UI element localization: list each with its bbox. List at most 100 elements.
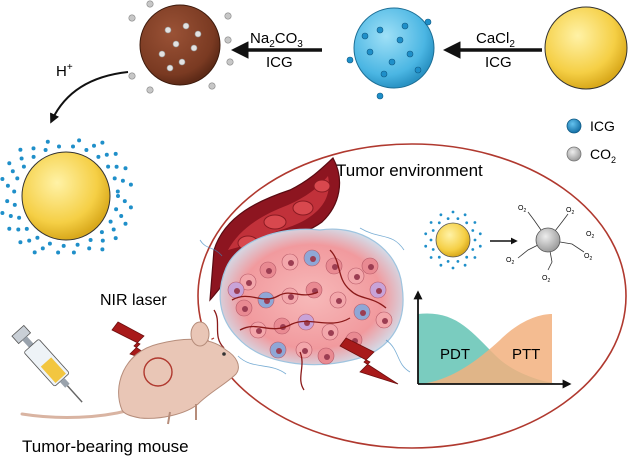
icg-dot — [120, 178, 125, 183]
cell-nucleus — [256, 328, 262, 334]
step1-icg: ICG — [485, 54, 512, 71]
legend-co2: CO2 — [590, 146, 616, 165]
icg-dot — [104, 152, 109, 157]
ptt-area — [418, 314, 552, 384]
step2-icg: ICG — [266, 54, 293, 71]
co2-dot — [166, 64, 174, 72]
co2-dot — [128, 14, 136, 22]
icg-dot — [45, 139, 50, 144]
icg-dot — [18, 240, 23, 245]
icg-dot — [376, 92, 384, 100]
co2-dot — [128, 72, 136, 80]
syringe — [11, 324, 83, 403]
acid-arrow — [50, 71, 129, 124]
icg-dot — [15, 176, 20, 181]
o2-label: O2 — [506, 257, 514, 266]
cell-nucleus — [242, 306, 248, 312]
small-yellow-particle — [435, 222, 471, 258]
icg-dot — [478, 244, 482, 248]
released-icg-dots — [0, 138, 133, 255]
pdt-area — [418, 313, 560, 384]
icg-dot — [473, 221, 477, 224]
icg-dot — [361, 32, 369, 40]
icg-dot — [27, 238, 32, 243]
co2-dot — [224, 12, 232, 20]
legend-icg: ICG — [590, 118, 615, 134]
icg-dot — [429, 221, 433, 224]
icg-dot — [18, 147, 23, 152]
icg-dot — [437, 255, 441, 259]
icg-dot — [456, 217, 460, 221]
cell-nucleus — [276, 348, 282, 354]
icg-dot — [439, 213, 443, 217]
icg-dot — [96, 154, 101, 159]
icg-dot — [8, 214, 13, 218]
co2-dot — [190, 44, 198, 52]
icg-dot — [88, 238, 93, 242]
co2-icg-dots — [128, 0, 234, 94]
icg-dot — [57, 144, 61, 149]
o2-label: O2 — [542, 275, 550, 284]
icg-dot — [0, 177, 5, 181]
icg-dot — [451, 266, 455, 270]
icg-dot — [119, 214, 124, 218]
icg-dot — [114, 207, 119, 212]
co2-dot — [146, 0, 154, 8]
tumor-environment-label: Tumor environment — [336, 161, 483, 180]
icg-dot — [61, 243, 66, 248]
icg-dot — [71, 144, 75, 149]
icg-dot — [439, 263, 443, 267]
co2-dot — [208, 82, 216, 90]
cell-nucleus — [302, 348, 308, 354]
blood-vessel — [209, 157, 341, 302]
icg-dot — [17, 215, 22, 220]
mouse-body — [118, 338, 239, 419]
tumor-cells — [227, 249, 393, 365]
icg-dot — [431, 229, 435, 232]
fibrous-network — [199, 227, 411, 375]
cell-nucleus — [368, 264, 374, 270]
icg-dot — [100, 140, 105, 145]
yellow-nanoparticle-start — [544, 6, 628, 90]
pdt-ptt-chart: PDT PTT — [413, 290, 572, 389]
grey-dot-icon — [566, 146, 582, 162]
cell-nucleus — [328, 330, 334, 336]
icg-dot — [99, 230, 104, 235]
icg-dot — [465, 221, 469, 225]
co2-dot — [182, 22, 190, 30]
icg-dot — [92, 143, 96, 148]
icg-dot — [5, 199, 10, 204]
icg-dot — [111, 227, 116, 232]
laser-bolt-tumor-icon — [339, 337, 399, 385]
co2-dot — [224, 36, 232, 44]
o2-label: O2 — [586, 231, 594, 240]
icg-dot — [7, 226, 12, 231]
cell-nucleus — [332, 264, 338, 270]
icg-dot — [75, 242, 80, 247]
nir-laser-label: NIR laser — [100, 292, 167, 309]
ptt-label: PTT — [512, 346, 540, 363]
icg-dot — [21, 164, 26, 169]
legend: ICG CO2 — [566, 118, 616, 165]
icg-dot — [19, 156, 24, 161]
icg-dot — [32, 250, 37, 255]
icg-dot — [376, 26, 384, 34]
icg-dot — [463, 213, 467, 217]
step1-reagent: CaCl2 — [476, 30, 515, 50]
icg-dot — [12, 202, 17, 207]
cell-nucleus — [360, 310, 366, 316]
icg-dot — [401, 22, 409, 30]
icg-dot — [122, 199, 127, 204]
icg-dot — [113, 236, 118, 241]
icg-dot — [24, 226, 29, 231]
mouse-legs — [167, 404, 197, 425]
yellow-nanoparticle-released — [21, 151, 111, 241]
icg-dot — [128, 205, 133, 210]
cell-nucleus — [266, 268, 272, 274]
icg-dot — [446, 217, 450, 221]
icg-dot — [84, 148, 89, 152]
icg-dot — [424, 244, 428, 248]
icg-dot — [123, 221, 128, 226]
icg-dot — [346, 56, 354, 64]
